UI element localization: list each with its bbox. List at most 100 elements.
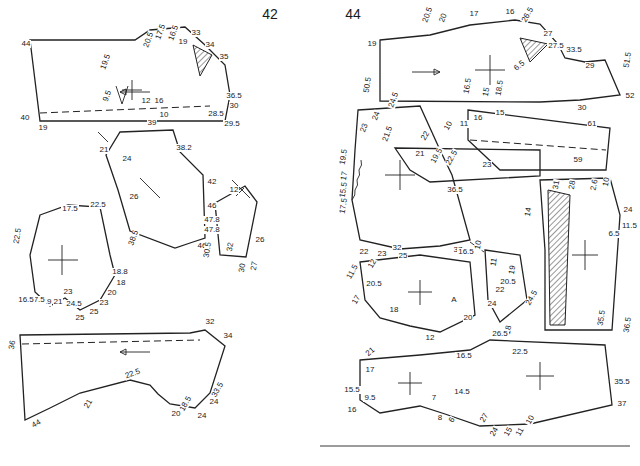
dimension-label: 21 — [415, 150, 426, 158]
dimension-label: 21 — [53, 298, 64, 306]
dimension-label: 61 — [587, 120, 598, 128]
dimension-label: 36 — [7, 339, 17, 351]
dimension-label: 10 — [524, 413, 536, 426]
dimension-label: 23 — [358, 122, 369, 135]
dimension-label: 10 — [159, 111, 170, 119]
dimension-label: 21.5 — [381, 124, 395, 143]
dimension-label: 20 — [437, 12, 448, 25]
dimension-label: 23 — [63, 288, 74, 296]
dimension-label: 22 — [419, 129, 431, 142]
dimension-label: 24 — [623, 206, 634, 214]
dimension-label: 17 — [469, 10, 480, 18]
dimension-label: 50.5 — [363, 76, 374, 95]
dimension-label: 24.5 — [65, 300, 83, 308]
dimension-label: 24 — [487, 300, 498, 308]
dimension-label: 17.5 — [339, 197, 350, 216]
dimension-label: 20 — [171, 410, 182, 418]
dimension-label: 36.5 — [446, 186, 464, 194]
dimension-label: 21 — [99, 146, 110, 154]
dimension-label: 31 — [551, 179, 561, 191]
dimension-label: 11 — [489, 256, 499, 268]
dimension-label: 44 — [29, 418, 42, 430]
dimension-label: 47.8 — [203, 216, 221, 224]
dimension-label: 25 — [398, 252, 409, 260]
dimension-label: 24 — [209, 398, 220, 406]
dimension-label: 28 — [567, 179, 577, 191]
page-number: 42 — [261, 7, 279, 21]
dimension-label: 22.5 — [13, 227, 24, 246]
dimension-label: 16.5 — [455, 352, 473, 360]
dimension-label: 27 — [478, 411, 490, 424]
dimension-label: 19.5 — [429, 146, 445, 165]
dimension-label: 30 — [237, 262, 247, 274]
dimension-label: 21 — [82, 397, 94, 410]
dimension-label: 14.5 — [453, 388, 471, 396]
dimension-label: 16.5 — [463, 77, 474, 96]
dimension-label: 6 — [447, 415, 457, 425]
dimension-label: 38.5 — [127, 228, 141, 247]
dimension-label: 22 — [359, 248, 370, 256]
dimension-label: 30 — [229, 102, 240, 110]
dimension-label: 17.5 — [154, 22, 168, 41]
dimension-label: 47.8 — [203, 226, 221, 234]
dimension-label: 20 — [107, 289, 118, 297]
dimension-label: 10 — [473, 239, 483, 251]
dimension-label: 29.5 — [223, 120, 241, 128]
dimension-label: 42 — [207, 178, 218, 186]
dimension-label: 32 — [205, 318, 216, 326]
dimension-label: 33 — [191, 29, 202, 37]
dimension-label: 26.5 — [520, 5, 536, 24]
dimension-label: A — [450, 296, 457, 304]
dimension-label: 34 — [205, 41, 216, 49]
dimension-label: 11.5 — [344, 263, 359, 282]
dimension-label: 52 — [625, 92, 636, 100]
dimension-label: 14 — [523, 206, 533, 218]
dimension-label: 23 — [377, 250, 388, 258]
dimension-label: 17.5 — [61, 205, 79, 213]
dimension-label: 19 — [507, 264, 517, 276]
dimension-label: 15 — [495, 109, 506, 117]
dimension-label: 28.5 — [207, 110, 225, 118]
dimension-label: 24 — [122, 155, 133, 163]
dimension-label: 22.5 — [123, 367, 142, 381]
dimension-label: 16 — [347, 406, 358, 414]
dimension-label: 18.5 — [495, 79, 506, 98]
dimension-label: 21 — [363, 345, 376, 358]
dimension-label: 26 — [129, 193, 140, 201]
dimension-label: 27 — [543, 30, 554, 38]
dimension-label: 24.5 — [387, 90, 401, 109]
dimension-label: 36.5 — [623, 316, 634, 335]
dimension-label: 17 — [350, 293, 362, 306]
dimension-label: 16 — [154, 97, 165, 105]
dimension-label: 23 — [482, 161, 493, 169]
dimension-label: 9.5 — [363, 394, 376, 402]
dimension-label: 11 — [459, 120, 469, 128]
dimension-label: 10 — [442, 119, 454, 132]
dimension-label: 15.5 — [343, 386, 361, 394]
dimension-label: 39 — [147, 119, 158, 127]
dimension-label: 6.5 — [607, 230, 620, 238]
dimension-label: 12 — [141, 97, 152, 105]
dimension-label: 12 — [425, 334, 436, 342]
dimension-label: 2.6 — [590, 178, 600, 192]
dimension-label: 27.5 — [547, 42, 565, 50]
dimension-label: 20.5 — [421, 5, 435, 24]
dimension-label: 38.2 — [175, 144, 193, 152]
dimension-label: 35.5 — [597, 309, 608, 328]
dimension-label: 15 — [502, 425, 514, 438]
dimension-label: 22.5 — [511, 348, 529, 356]
dimension-label: 34 — [223, 332, 234, 340]
dimension-label: 24.5 — [524, 288, 540, 307]
dimension-label: 12 — [366, 257, 378, 270]
dimension-label: 19.5 — [339, 148, 350, 167]
dimension-label: 18.8 — [111, 268, 129, 276]
dimension-label: 25 — [89, 308, 100, 316]
dimension-label: 19 — [178, 38, 189, 46]
dimension-label: 22 — [495, 286, 506, 294]
dimension-label: 36.5 — [225, 92, 243, 100]
dimension-label: 11 — [514, 426, 526, 439]
dimension-label: 16.5 — [457, 248, 475, 256]
dimension-label: 20 — [463, 314, 474, 322]
